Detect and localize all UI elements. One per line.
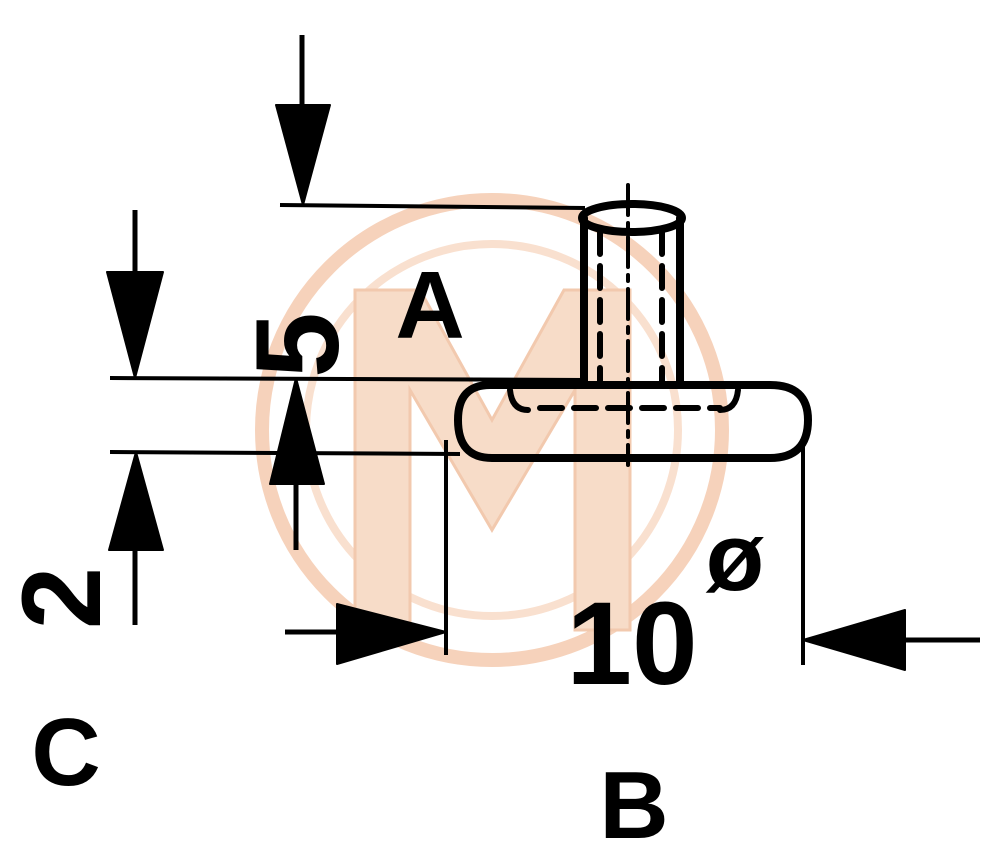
dimension-height-5: 5 [232,312,364,378]
part-outline [454,183,812,467]
flange-body [454,381,812,462]
arrowheads [106,104,906,671]
extension-line-top [279,203,586,210]
arrowhead-icon [269,377,325,485]
hidden-curve-right [717,387,741,413]
label-part-c: C [31,699,100,806]
dimension-lines [109,35,980,665]
label-part-b: B [599,752,668,858]
extension-line-flange-top [109,376,587,382]
hidden-curve-left [507,387,531,413]
arrowhead-icon [275,104,331,206]
arrowhead-icon [108,451,164,551]
diameter-symbol-icon: ø [706,504,765,611]
dimension-height-2: 2 [0,567,124,629]
watermark-outer-ring [255,193,729,667]
arrowhead-icon [336,603,447,665]
dimension-diameter-10: 10 [566,578,697,710]
arrowhead-icon [106,271,164,379]
arrowhead-icon [802,609,906,671]
label-part-a: A [395,252,464,359]
